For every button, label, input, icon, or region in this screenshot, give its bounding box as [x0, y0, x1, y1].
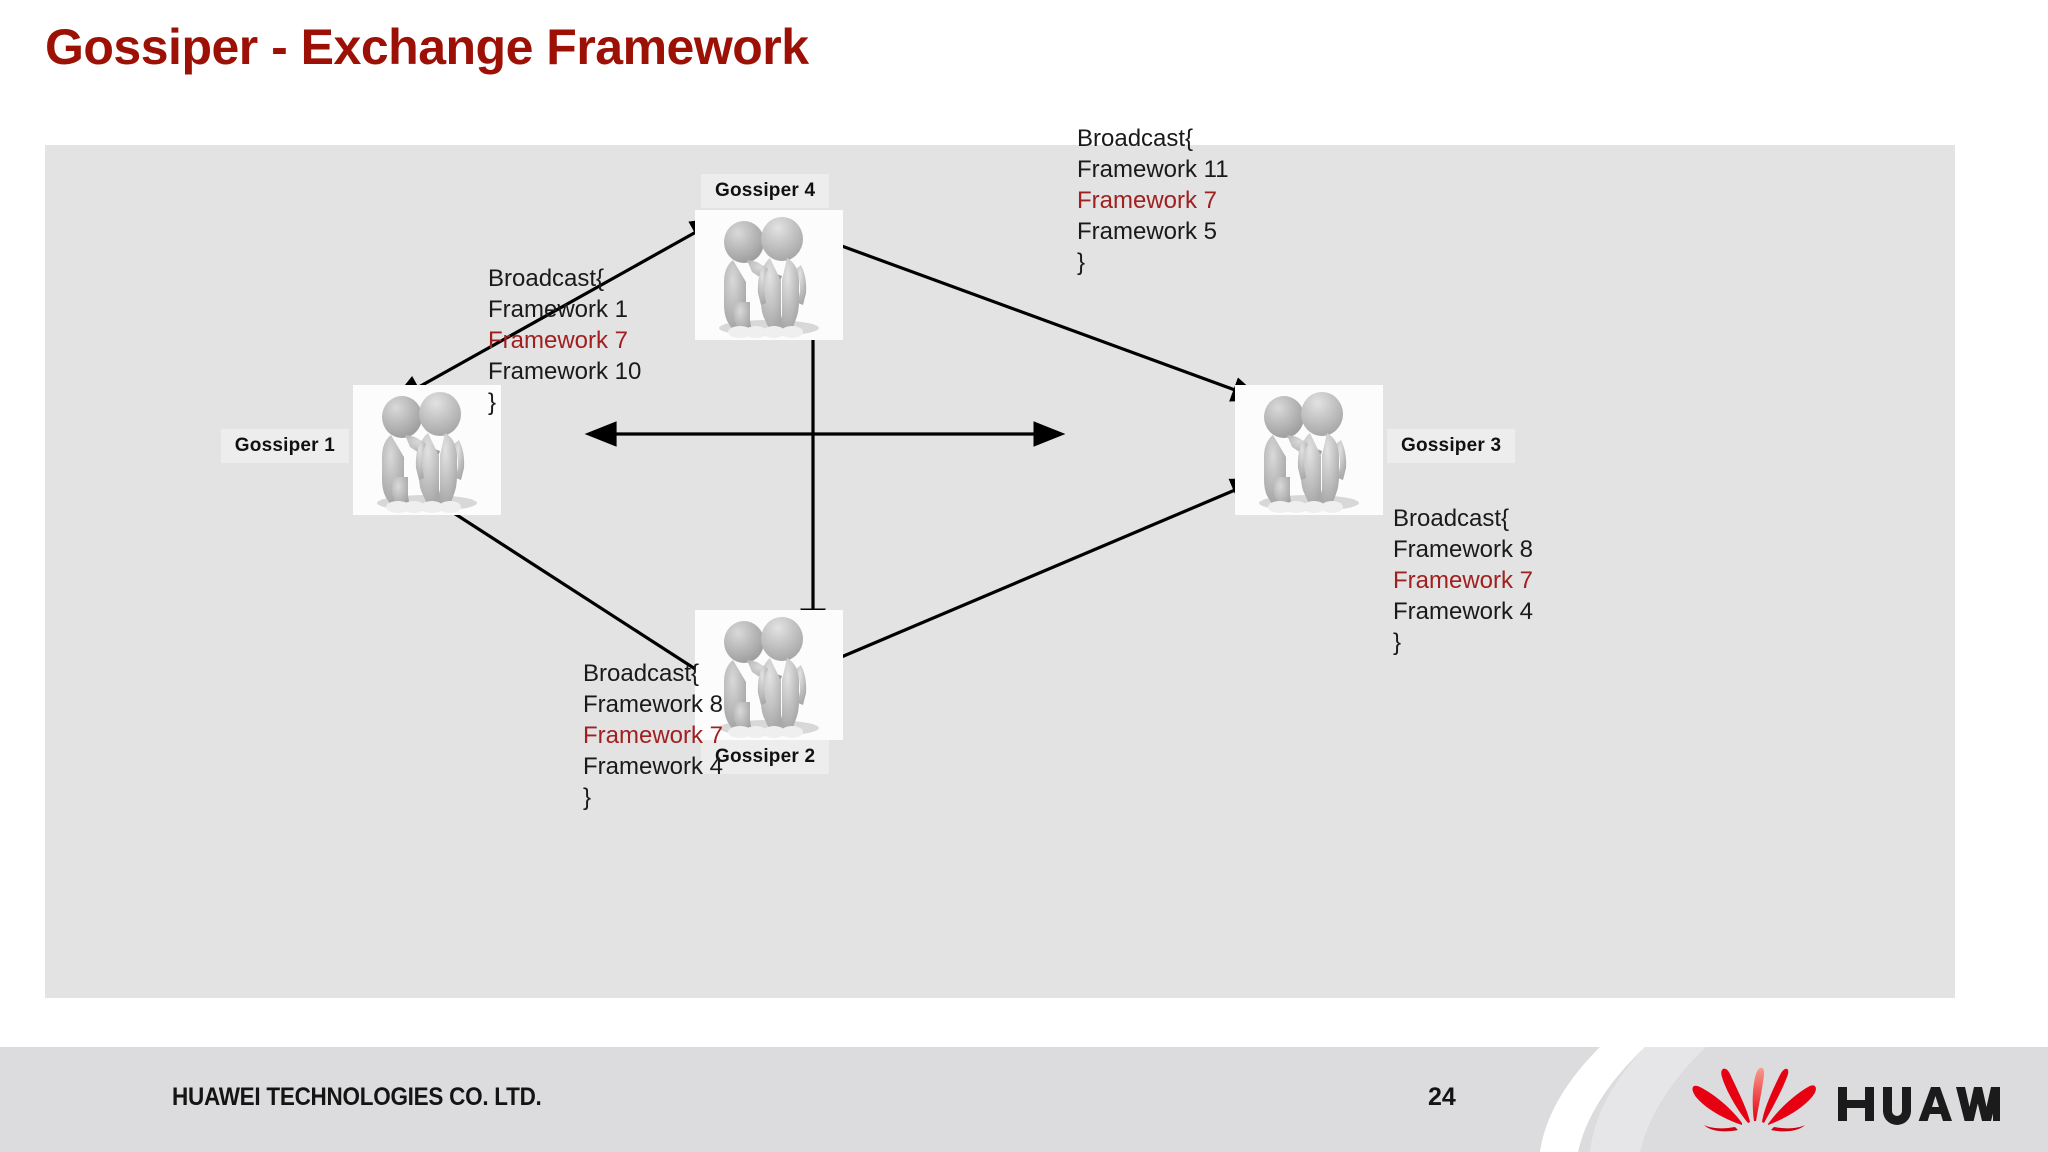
node-gossiper-3[interactable]: Gossiper 3 — [1235, 385, 1516, 515]
huawei-wordmark — [1838, 1087, 2000, 1125]
arrow-g1-g2 — [389, 471, 729, 691]
broadcast-line-highlight: Framework 7 — [1393, 567, 1534, 594]
gossiper-figure-image — [695, 210, 843, 340]
node-label-gossiper-1: Gossiper 1 — [220, 429, 349, 463]
broadcast-line: Framework 4 — [583, 753, 724, 780]
huawei-logo — [1692, 1067, 2000, 1132]
broadcast-line: } — [1077, 249, 1086, 276]
node-label-gossiper-3: Gossiper 3 — [1387, 429, 1516, 463]
broadcast-line: Framework 1 — [488, 296, 629, 323]
node-gossiper-4[interactable]: Gossiper 4 — [695, 174, 843, 340]
broadcast-line-highlight: Framework 7 — [488, 327, 629, 354]
broadcast-line: Broadcast{ — [1393, 505, 1510, 532]
huawei-flower-icon — [1692, 1067, 1816, 1132]
broadcast-line: Framework 8 — [583, 691, 724, 718]
arrow-g1-g4 — [390, 217, 723, 403]
arrow-g2-g3 — [785, 478, 1263, 681]
footer-swoosh-decoration — [1540, 1047, 1706, 1152]
broadcast-line: Broadcast{ — [1077, 125, 1194, 152]
gossiper-figure-image — [353, 385, 501, 515]
node-gossiper-1[interactable]: Gossiper 1 — [220, 385, 501, 515]
diagram-panel: Gossiper 4 — [45, 125, 1955, 998]
broadcast-line: Framework 11 — [1077, 156, 1229, 183]
footer-company-name: HUAWEI TECHNOLOGIES CO. LTD. — [172, 1083, 542, 1111]
footer-bar: HUAWEI TECHNOLOGIES CO. LTD. 24 — [0, 1047, 2048, 1152]
node-label-gossiper-4: Gossiper 4 — [701, 174, 830, 208]
broadcast-line: Framework 5 — [1077, 218, 1218, 245]
broadcast-block-bottom: Broadcast{ Framework 8 Framework 7 Frame… — [583, 658, 723, 813]
broadcast-line-highlight: Framework 7 — [1077, 187, 1218, 214]
node-gossiper-2[interactable]: Gossiper 2 — [695, 610, 843, 774]
broadcast-line-highlight: Framework 7 — [583, 722, 724, 749]
gossiper-figure-image — [1235, 385, 1383, 515]
broadcast-block-right: Broadcast{ Framework 8 Framework 7 Frame… — [1393, 503, 1533, 658]
gossiper-figure-image — [695, 610, 843, 740]
broadcast-line: } — [1393, 629, 1402, 656]
broadcast-line: } — [488, 389, 497, 416]
broadcast-line: Framework 4 — [1393, 598, 1534, 625]
broadcast-line: } — [583, 784, 592, 811]
page-number: 24 — [1428, 1083, 1456, 1111]
broadcast-block-top-right: Broadcast{ Framework 11 Framework 7 Fram… — [1077, 123, 1229, 278]
broadcast-line: Broadcast{ — [488, 265, 605, 292]
broadcast-line: Framework 8 — [1393, 536, 1534, 563]
page-title: Gossiper - Exchange Framework — [45, 19, 809, 75]
arrow-layer — [389, 217, 1264, 691]
broadcast-block-left: Broadcast{ Framework 1 Framework 7 Frame… — [488, 263, 641, 418]
broadcast-line: Broadcast{ — [583, 660, 700, 687]
broadcast-line: Framework 10 — [488, 358, 642, 385]
arrow-g4-g3 — [780, 222, 1264, 402]
node-label-gossiper-2: Gossiper 2 — [701, 740, 830, 774]
